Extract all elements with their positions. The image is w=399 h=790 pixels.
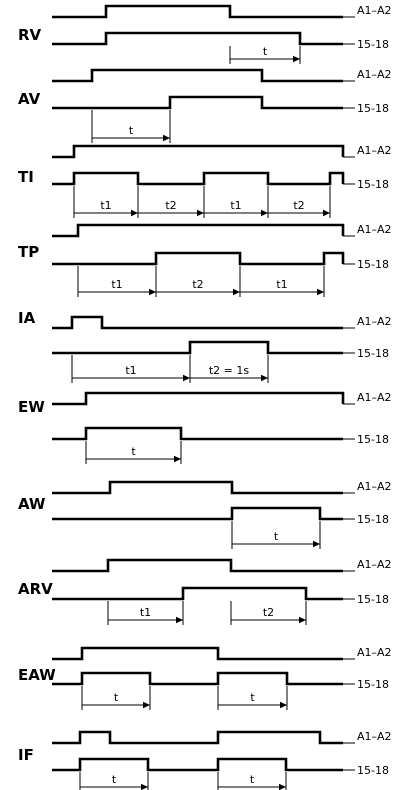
timing-label: t [114,691,119,704]
relay-signal-label: A1–A2 [357,4,392,17]
mode-ia: IA A1–A2 15-18 t1 t2 = 1s [18,309,392,383]
contact-signal-label: 15-18 [357,433,389,446]
contact-waveform [52,251,345,266]
timing-arrowhead [261,374,268,382]
relay-waveform [52,315,343,330]
mode-av: AV A1–A2 15-18 t [18,68,392,143]
timing-label: t2 [192,278,203,291]
relay-signal-label: A1–A2 [357,480,392,493]
timing-arrowhead [280,701,287,709]
timing-arrowhead [131,209,138,217]
timing-label: t1 [111,278,122,291]
relay-waveform [52,223,345,238]
contact-waveform [52,506,343,521]
mode-ew: EW A1–A2 15-18 t [18,391,392,464]
mode-ti: TI A1–A2 15-18 t1 t2 t1 t2 [18,144,392,218]
contact-signal-label: 15-18 [357,347,389,360]
mode-aw: AW A1–A2 15-18 t [18,480,392,549]
contact-waveform [52,757,343,772]
contact-waveform [52,171,345,186]
relay-signal-label: A1–A2 [357,646,392,659]
timing-arrowhead [313,540,320,548]
timing-label: t [263,45,268,58]
mode-rv: RV A1–A2 15-18 t [18,4,392,64]
contact-signal-label: 15-18 [357,593,389,606]
contact-waveform [52,340,343,355]
relay-waveform [52,68,343,83]
timing-label: t2 [165,199,176,212]
contact-signal-label: 15-18 [357,764,389,777]
timing-arrowhead [141,783,148,790]
relay-signal-label: A1–A2 [357,391,392,404]
timing-arrowhead [163,134,170,142]
mode-tp: TP A1–A2 15-18 t1 t2 t1 [18,223,392,297]
mode-label: TI [18,168,34,186]
timing-label: t [129,124,134,137]
timing-label: t [112,773,117,786]
contact-signal-label: 15-18 [357,178,389,191]
contact-signal-label: 15-18 [357,258,389,271]
timing-arrowhead [143,701,150,709]
contact-signal-label: 15-18 [357,678,389,691]
contact-waveform [52,586,343,601]
timing-arrowhead [149,288,156,296]
timing-arrowhead [293,55,300,63]
mode-label: EAW [18,666,56,684]
timing-label: t1 [125,364,136,377]
relay-waveform [52,730,343,745]
relay-signal-label: A1–A2 [357,223,392,236]
mode-label: RV [18,26,42,44]
relay-waveform [52,391,345,406]
contact-signal-label: 15-18 [357,38,389,51]
mode-label: EW [18,398,45,416]
relay-signal-label: A1–A2 [357,558,392,571]
timing-label: t2 [263,606,274,619]
contact-waveform [52,31,343,46]
timing-label: t1 [230,199,241,212]
relay-waveform [52,646,343,661]
timing-label: t1 [140,606,151,619]
timing-arrowhead [299,616,306,624]
timing-arrowhead [261,209,268,217]
timing-arrowhead [174,455,181,463]
timing-label: t [131,445,136,458]
timing-label: t [274,530,279,543]
timing-label: t [250,691,255,704]
contact-waveform [52,426,343,441]
relay-signal-label: A1–A2 [357,68,392,81]
timing-arrowhead [183,374,190,382]
mode-label: AW [18,495,46,513]
timing-arrowhead [323,209,330,217]
relay-signal-label: A1–A2 [357,315,392,328]
mode-label: IA [18,309,36,327]
timing-arrowhead [317,288,324,296]
mode-label: TP [18,243,39,261]
mode-label: IF [18,746,34,764]
mode-if: IF A1–A2 15-18 t t [18,730,392,790]
contact-waveform [52,671,343,686]
timing-arrowhead [176,616,183,624]
timing-arrowhead [197,209,204,217]
timing-arrowhead [279,783,286,790]
relay-waveform [52,144,345,159]
contact-waveform [52,95,343,110]
relay-waveform [52,4,343,19]
timing-label: t [250,773,255,786]
contact-signal-label: 15-18 [357,513,389,526]
relay-signal-label: A1–A2 [357,144,392,157]
relay-waveform [52,480,343,495]
timing-label: t1 [100,199,111,212]
mode-arv: ARV A1–A2 15-18 t1 t2 [18,558,392,625]
timing-label: t2 = 1s [209,364,250,377]
contact-signal-label: 15-18 [357,102,389,115]
mode-label: ARV [18,580,53,598]
relay-waveform [52,558,343,573]
relay-signal-label: A1–A2 [357,730,392,743]
timing-label: t2 [293,199,304,212]
mode-eaw: EAW A1–A2 15-18 t t [18,646,392,710]
timing-arrowhead [233,288,240,296]
mode-label: AV [18,90,41,108]
timing-label: t1 [276,278,287,291]
